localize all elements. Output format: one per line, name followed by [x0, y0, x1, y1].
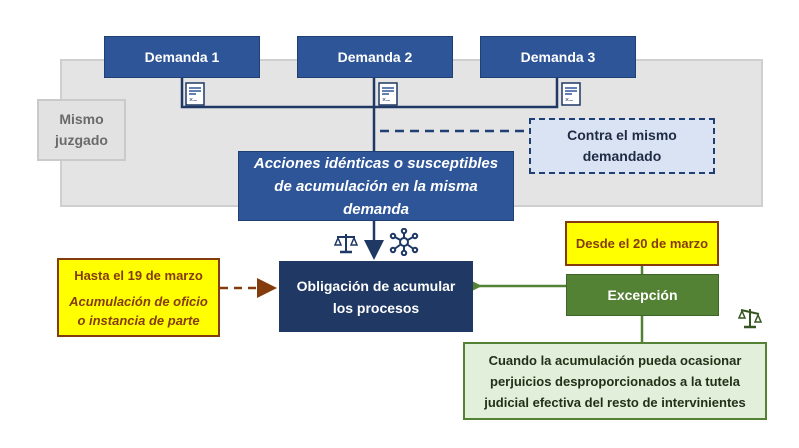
until-date-title: Hasta el 19 de marzo [74, 267, 203, 283]
network-icon [389, 228, 419, 256]
demand-1-box: Demanda 1 [104, 36, 260, 78]
connector-demands [180, 78, 559, 109]
until-date-body: Acumulación de oficio o instancia de par… [69, 293, 208, 328]
same-court-label: Mismo juzgado [37, 99, 126, 161]
svg-text:×–: ×– [382, 97, 390, 104]
document-icon: ×– [185, 82, 205, 106]
svg-text:×–: ×– [565, 97, 573, 104]
same-defendant-box: Contra el mismo demandado [529, 118, 715, 174]
exception-box: Excepción [566, 274, 719, 316]
scales-icon [738, 309, 762, 329]
scales-icon [334, 234, 358, 254]
demand-3-box: Demanda 3 [480, 36, 636, 78]
obligation-box: Obligación de acumular los procesos [279, 261, 473, 332]
document-icon: ×– [561, 82, 581, 106]
actions-box: Acciones idénticas o susceptibles de acu… [238, 151, 514, 221]
since-date-box: Desde el 20 de marzo [565, 221, 719, 266]
condition-box: Cuando la acumulación pueda ocasionar pe… [463, 342, 767, 420]
demand-2-box: Demanda 2 [297, 36, 453, 78]
document-icon: ×– [378, 82, 398, 106]
svg-text:×–: ×– [189, 97, 197, 104]
until-date-box: Hasta el 19 de marzo Acumulación de ofic… [57, 258, 220, 337]
